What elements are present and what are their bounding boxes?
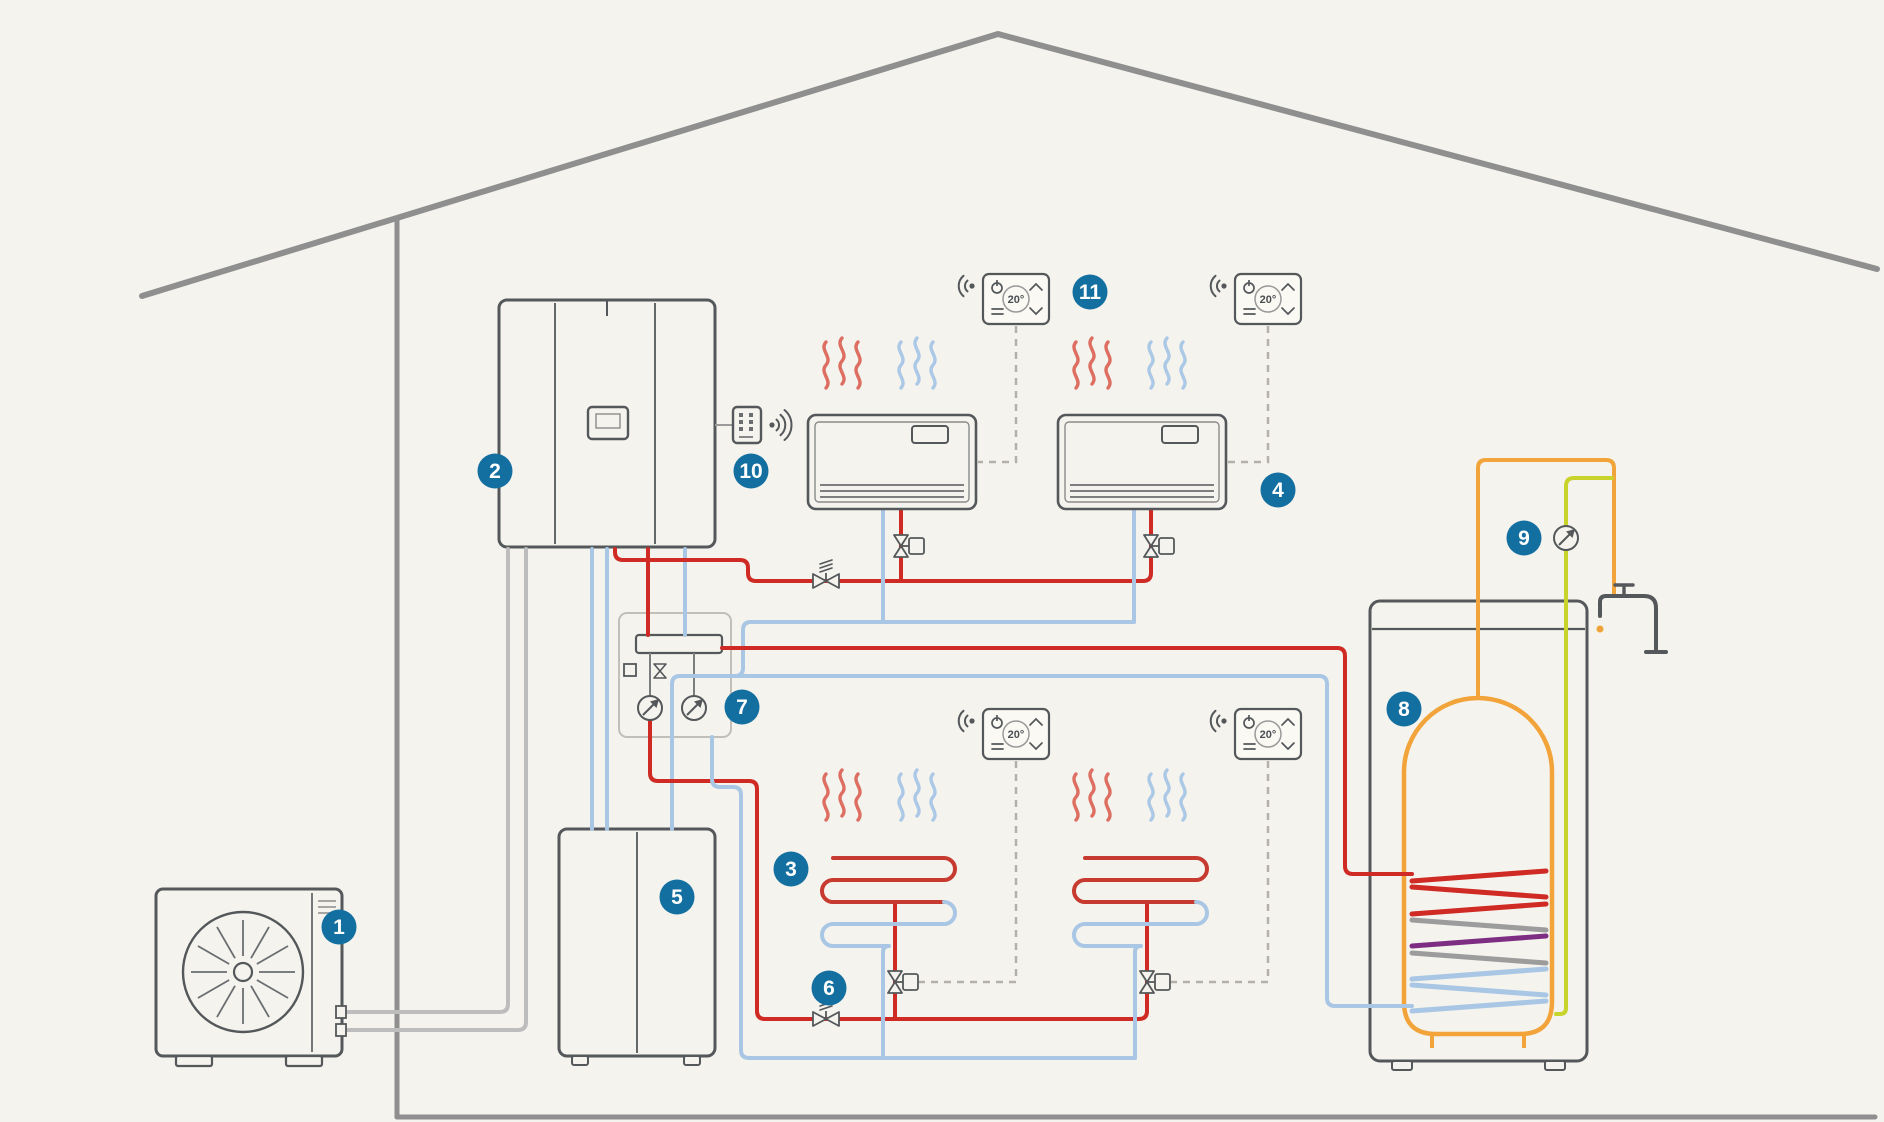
buffer-tank-foot — [683, 1055, 701, 1066]
balancing-valve-icon — [812, 559, 840, 589]
thermostat-4-control-line — [1171, 761, 1270, 984]
house-outline — [139, 31, 1880, 1120]
refrigerant-pipe-2 — [340, 547, 528, 1032]
mixing-valve-icon — [653, 663, 667, 679]
svg-text:8: 8 — [1398, 698, 1410, 721]
wifi-icon — [957, 274, 976, 298]
cooling-waves-icon — [1147, 336, 1187, 390]
badges: 1 2 3 4 5 6 7 8 — [321, 274, 1542, 1006]
circulation-pump-icon — [1553, 525, 1579, 551]
pipe-connector — [335, 1005, 347, 1019]
fan-coil-2-valve-icon — [1143, 534, 1175, 558]
thermostat-4 — [1233, 707, 1303, 761]
fan-coil-unit-1 — [806, 413, 978, 511]
indoor-unit — [497, 298, 717, 549]
roof-line — [139, 31, 1880, 299]
dhw-charge-return-pipe — [670, 674, 1414, 1008]
badge-9: 9 — [1506, 520, 1542, 556]
cooling-waves-icon — [1147, 768, 1187, 822]
buffer-tank — [557, 827, 717, 1066]
fan-coil-supply-pipe — [613, 507, 1153, 583]
badge-8: 8 — [1386, 691, 1422, 727]
floor-loop-1-return — [820, 900, 957, 1060]
svg-text:11: 11 — [1079, 281, 1102, 304]
faucet — [1596, 583, 1668, 654]
cooling-waves-icon — [897, 768, 937, 822]
badge-1: 1 — [321, 909, 357, 945]
svg-text:3: 3 — [785, 858, 797, 881]
fan-grille-icon — [181, 910, 305, 1034]
badge-2: 2 — [477, 453, 513, 489]
pump-group — [618, 612, 732, 738]
floor-loop-1-supply — [820, 856, 957, 904]
circuit-pump-1-icon — [637, 695, 663, 721]
floor-loop-2-return — [1072, 900, 1209, 1060]
thermostat-2-control-line — [1228, 326, 1270, 464]
buffer-tank-foot — [571, 1055, 589, 1066]
water-drip-icon — [1596, 625, 1604, 633]
badge-3: 3 — [773, 851, 809, 887]
floor-loop-2-valve-icon — [1139, 970, 1171, 994]
wifi-icon — [768, 409, 793, 441]
wifi-icon — [1209, 274, 1228, 298]
svg-text:10: 10 — [739, 460, 762, 483]
gateway-keypad — [739, 413, 753, 431]
svg-text:4: 4 — [1272, 479, 1284, 502]
refrigerant-pipe-1 — [340, 547, 510, 1014]
svg-text:9: 9 — [1518, 527, 1530, 550]
thermostat-1-control-line — [978, 326, 1018, 464]
svg-text:2: 2 — [489, 460, 501, 483]
floor-supply-pipe — [648, 718, 1149, 1021]
svg-text:5: 5 — [671, 886, 683, 909]
badge-4: 4 — [1260, 472, 1296, 508]
wifi-icon — [1209, 709, 1228, 733]
thermostat-3 — [981, 707, 1051, 761]
isolation-valve-icon — [623, 663, 637, 677]
outdoor-unit-foot — [174, 1054, 214, 1068]
thermostat-1 — [981, 272, 1051, 326]
wireless-gateway — [715, 405, 793, 445]
cylinder-foot — [1544, 1060, 1566, 1071]
thermostat-3-control-line — [919, 761, 1018, 984]
svg-text:7: 7 — [736, 696, 748, 719]
badge-10: 10 — [733, 453, 769, 489]
floor-loop-2-supply — [1072, 856, 1209, 904]
badge-11: 11 — [1072, 274, 1108, 310]
heating-waves-icon — [1072, 768, 1112, 822]
fan-coil-unit-2 — [1056, 413, 1228, 511]
pipe-connector — [335, 1023, 347, 1037]
badge-5: 5 — [659, 879, 695, 915]
floor-loop-1-valve-icon — [887, 970, 919, 994]
indoor-unit-display — [586, 405, 630, 441]
circuit-pump-2-icon — [681, 695, 707, 721]
dhw-circulation-pipe — [1554, 476, 1614, 1016]
outdoor-unit — [154, 887, 344, 1068]
manifold-bar — [634, 633, 724, 655]
outdoor-unit-foot — [284, 1054, 324, 1068]
heating-waves-icon — [822, 336, 862, 390]
inner-vessel — [1401, 695, 1555, 1048]
cylinder-foot — [1391, 1060, 1413, 1071]
svg-text:6: 6 — [823, 977, 835, 1000]
stratified-coil — [1409, 868, 1549, 1014]
dhw-hot-water-pipe — [1476, 458, 1616, 700]
svg-text:1: 1 — [333, 916, 345, 939]
badge-7: 7 — [724, 689, 760, 725]
floor-return-pipe — [710, 735, 1137, 1060]
wifi-icon — [957, 709, 976, 733]
heating-waves-icon — [822, 768, 862, 822]
cooling-waves-icon — [897, 336, 937, 390]
fan-coil-1-valve-icon — [893, 534, 925, 558]
badge-6: 6 — [811, 970, 847, 1006]
heating-waves-icon — [1072, 336, 1112, 390]
dhw-charge-supply-pipe — [720, 646, 1414, 876]
thermostat-2 — [1233, 272, 1303, 326]
